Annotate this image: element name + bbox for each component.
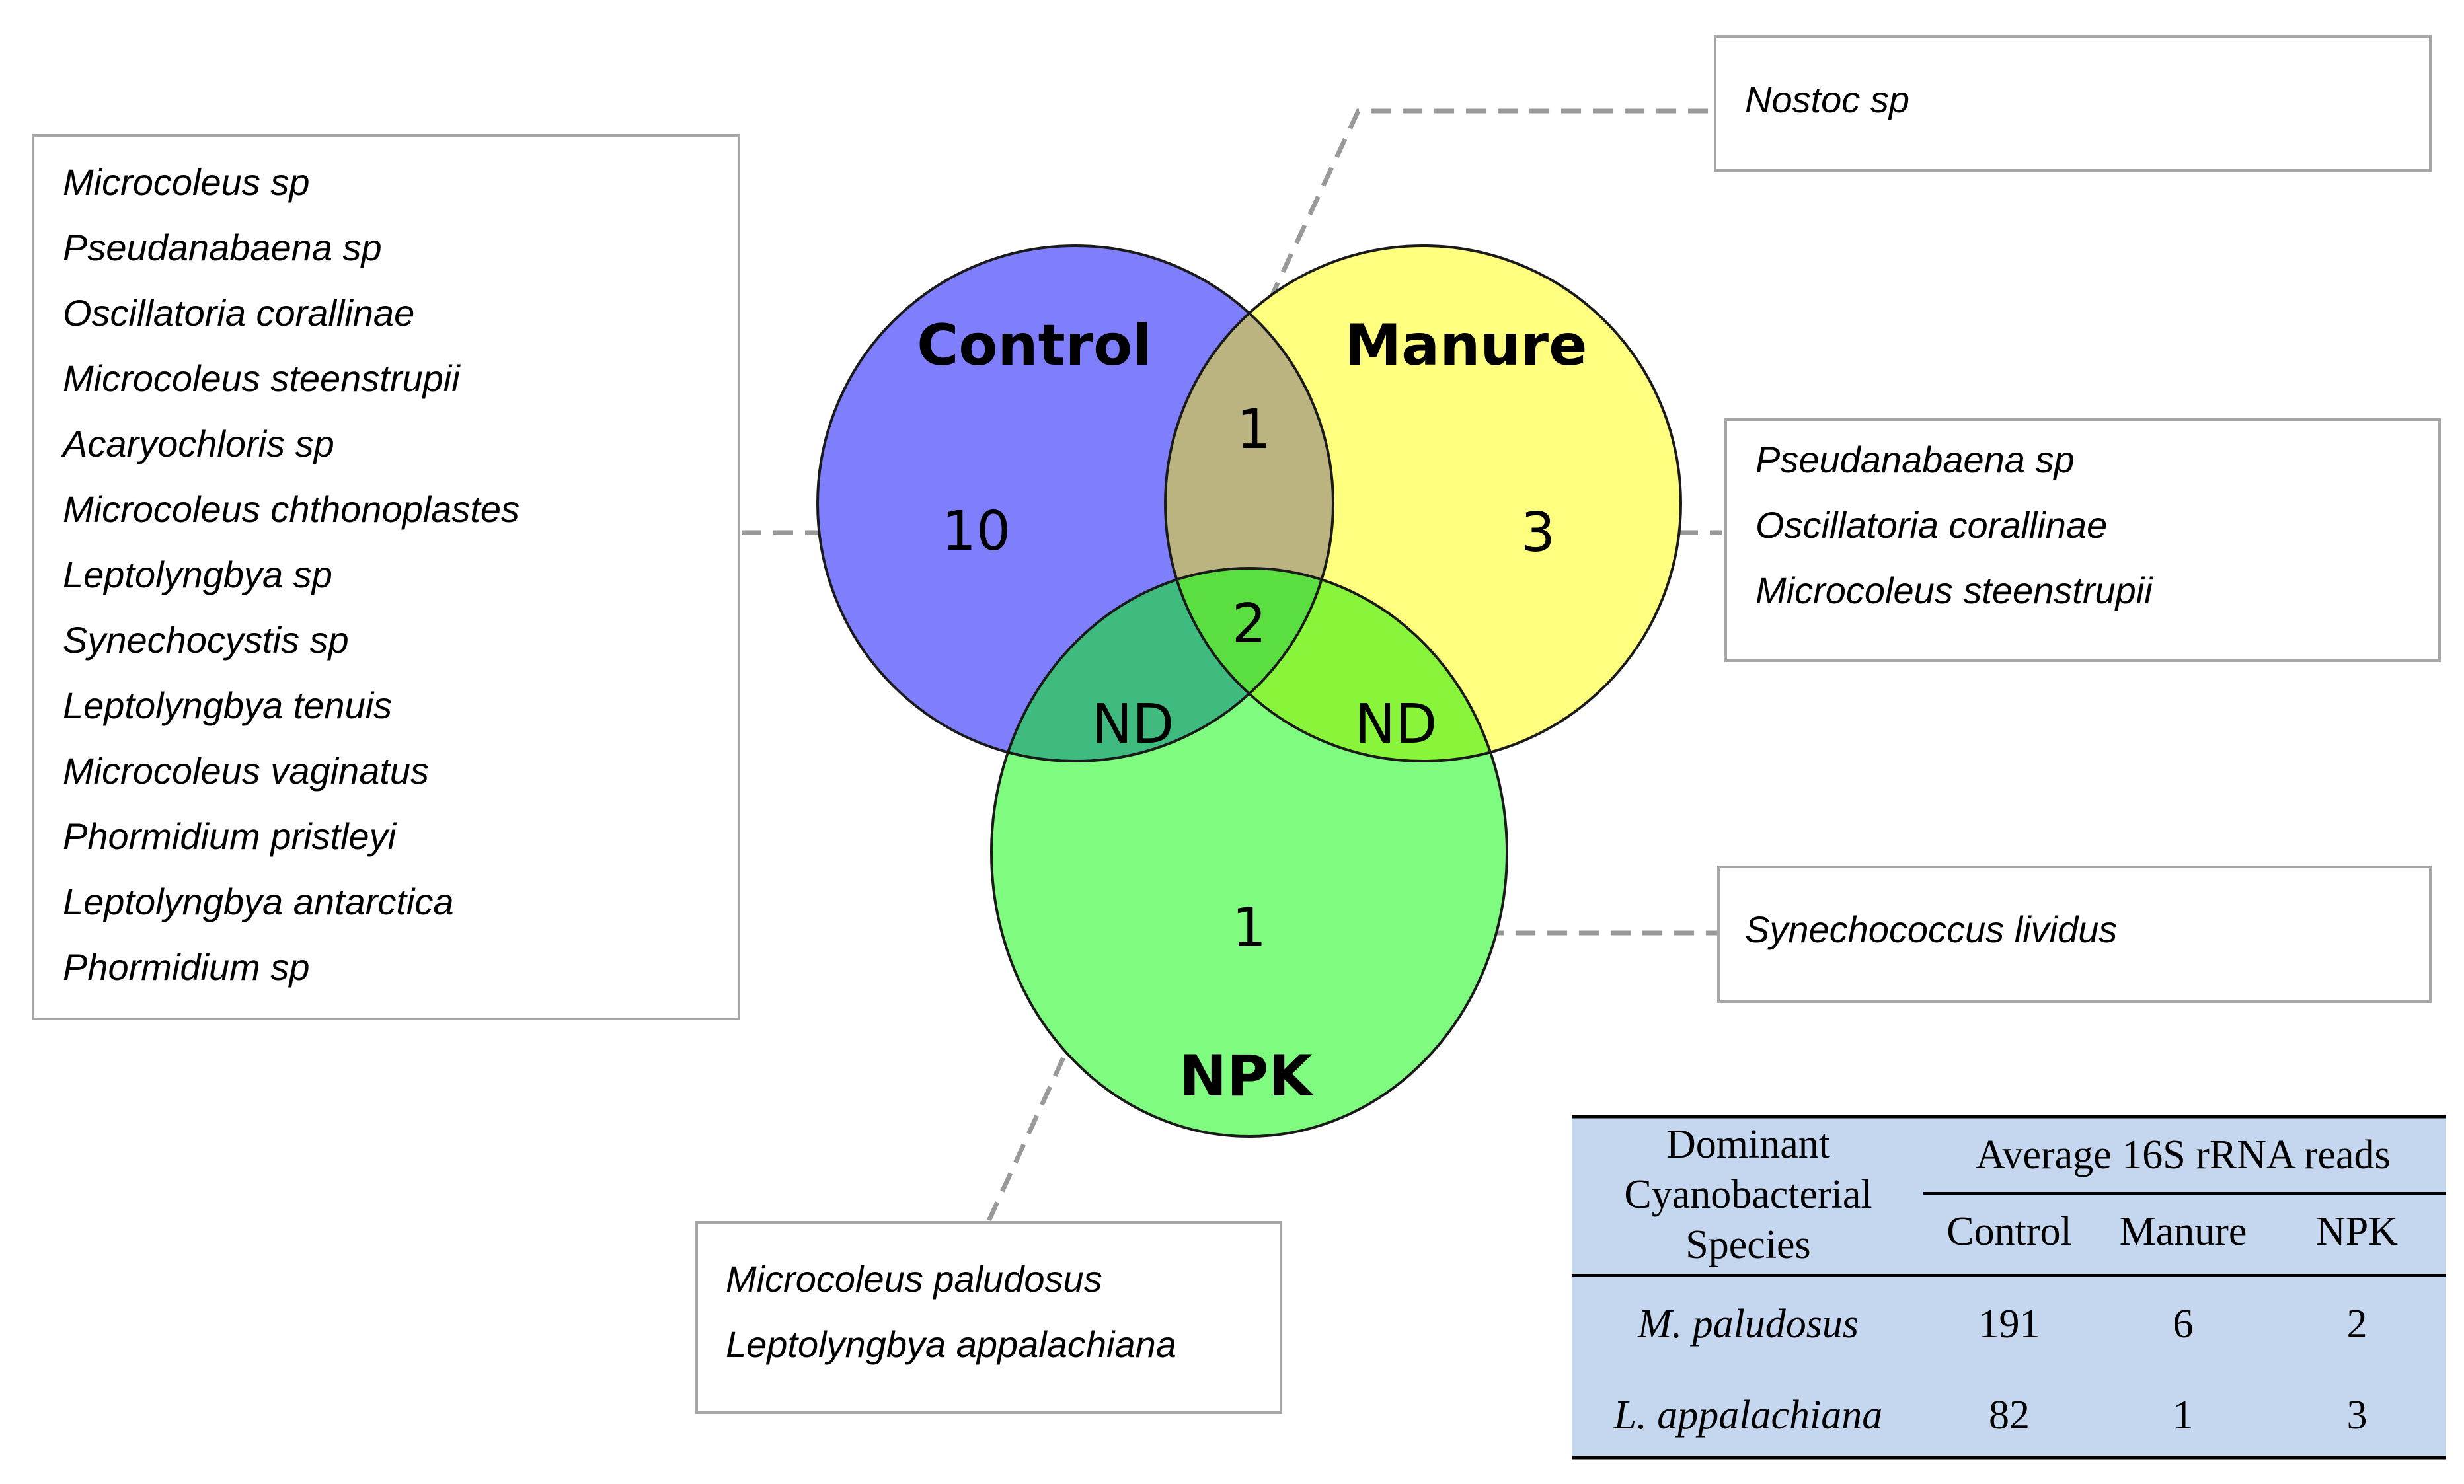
species-list-manure-only: Pseudanabaena sp Oscillatoria corallinaeM… — [1755, 439, 2153, 611]
table-row2-species: L. appalachiana — [1613, 1393, 1882, 1438]
species-item: Oscillatoria corallinae — [1755, 504, 2107, 546]
table-row1-species: M. paludosus — [1637, 1302, 1859, 1347]
count-manure-only: 3 — [1521, 501, 1555, 564]
table-row1-npk: 2 — [2347, 1302, 2368, 1347]
table-col-npk: NPK — [2316, 1209, 2398, 1254]
species-box-manure-only: Pseudanabaena sp Oscillatoria corallinaeM… — [1724, 418, 2441, 662]
circle-label-control: Control — [917, 313, 1152, 379]
leader-control-manure — [1240, 108, 1712, 359]
species-item: Microcoleus vaginatus — [63, 750, 429, 792]
circle-npk-outline — [990, 567, 1508, 1138]
table-header-species-line1: Dominant — [1666, 1122, 1830, 1167]
count-control-only: 10 — [942, 500, 1011, 563]
circle-control-outline — [816, 244, 1334, 762]
species-item: Leptolyngbya sp — [63, 554, 332, 595]
count-control-manure: 1 — [1237, 398, 1271, 461]
table-row2-npk: 3 — [2347, 1393, 2368, 1438]
reads-table: Dominant Cyanobacterial Species Average … — [1572, 1115, 2446, 1460]
overlap-manure-npk — [1165, 568, 1507, 761]
species-item: Oscillatoria corallinae — [63, 292, 414, 334]
species-item: Microcoleus steenstrupii — [1755, 570, 2153, 611]
venn-circles — [816, 244, 1682, 1138]
species-item: Synechococcus lividus — [1745, 909, 2117, 950]
species-item: Microcoleus paludosus — [726, 1258, 1102, 1300]
species-item: Phormidium sp — [63, 946, 309, 988]
table-col-manure: Manure — [2120, 1209, 2247, 1254]
species-item: Pseudanabaena sp — [63, 227, 382, 268]
species-item: Microcoleus steenstrupii — [63, 357, 461, 399]
count-npk-only: 1 — [1232, 897, 1266, 959]
count-control-npk: ND — [1092, 693, 1174, 756]
species-box-control-only: Microcoleus sp Pseudanabaena sp Oscillator… — [32, 134, 740, 1020]
species-box-control-manure: Nostoc sp — [1714, 35, 2432, 172]
table-row1-manure: 6 — [2173, 1302, 2194, 1347]
overlap-control-npk — [991, 568, 1333, 761]
table-header-species-line3: Species — [1685, 1222, 1810, 1267]
species-list-control-only: Microcoleus sp Pseudanabaena sp Oscillator… — [61, 161, 520, 988]
table-header-species-line2: Cyanobacterial — [1624, 1172, 1872, 1217]
table-col-control: Control — [1946, 1209, 2071, 1254]
species-item: Microcoleus sp — [63, 161, 309, 203]
region-counts: 10 3 1 2 ND ND 1 — [942, 398, 1555, 959]
species-item: Leptolyngbya antarctica — [63, 881, 454, 922]
species-item: Pseudanabaena sp — [1755, 439, 2075, 480]
species-item: Leptolyngbya tenuis — [63, 685, 392, 726]
circle-label-npk: NPK — [1179, 1043, 1315, 1109]
species-item: Microcoleus chthonoplastes — [63, 488, 520, 530]
table-row2-control: 82 — [1989, 1393, 2030, 1438]
table-row1-control: 191 — [1979, 1302, 2040, 1347]
circle-labels: Control Manure NPK — [917, 313, 1587, 1109]
species-item: Phormidium pristleyi — [63, 815, 397, 857]
species-item: Nostoc sp — [1745, 79, 1909, 120]
count-all-three: 2 — [1232, 593, 1266, 655]
circle-manure-outline — [1164, 244, 1682, 762]
table-header-group: Average 16S rRNA reads — [1976, 1132, 2390, 1177]
table-row2-manure: 1 — [2173, 1393, 2194, 1438]
species-list-npk-only: Synechococcus lividus — [1745, 909, 2117, 950]
species-item: Acaryochloris sp — [61, 423, 334, 464]
species-list-control-manure: Nostoc sp — [1745, 79, 1909, 120]
species-item: Leptolyngbya appalachiana — [726, 1323, 1176, 1365]
count-manure-npk: ND — [1355, 693, 1437, 756]
table-background — [1572, 1115, 2446, 1459]
species-box-npk-only: Synechococcus lividus — [1717, 866, 2432, 1003]
circle-label-manure: Manure — [1345, 313, 1588, 379]
species-item: Synechocystis sp — [63, 619, 349, 661]
